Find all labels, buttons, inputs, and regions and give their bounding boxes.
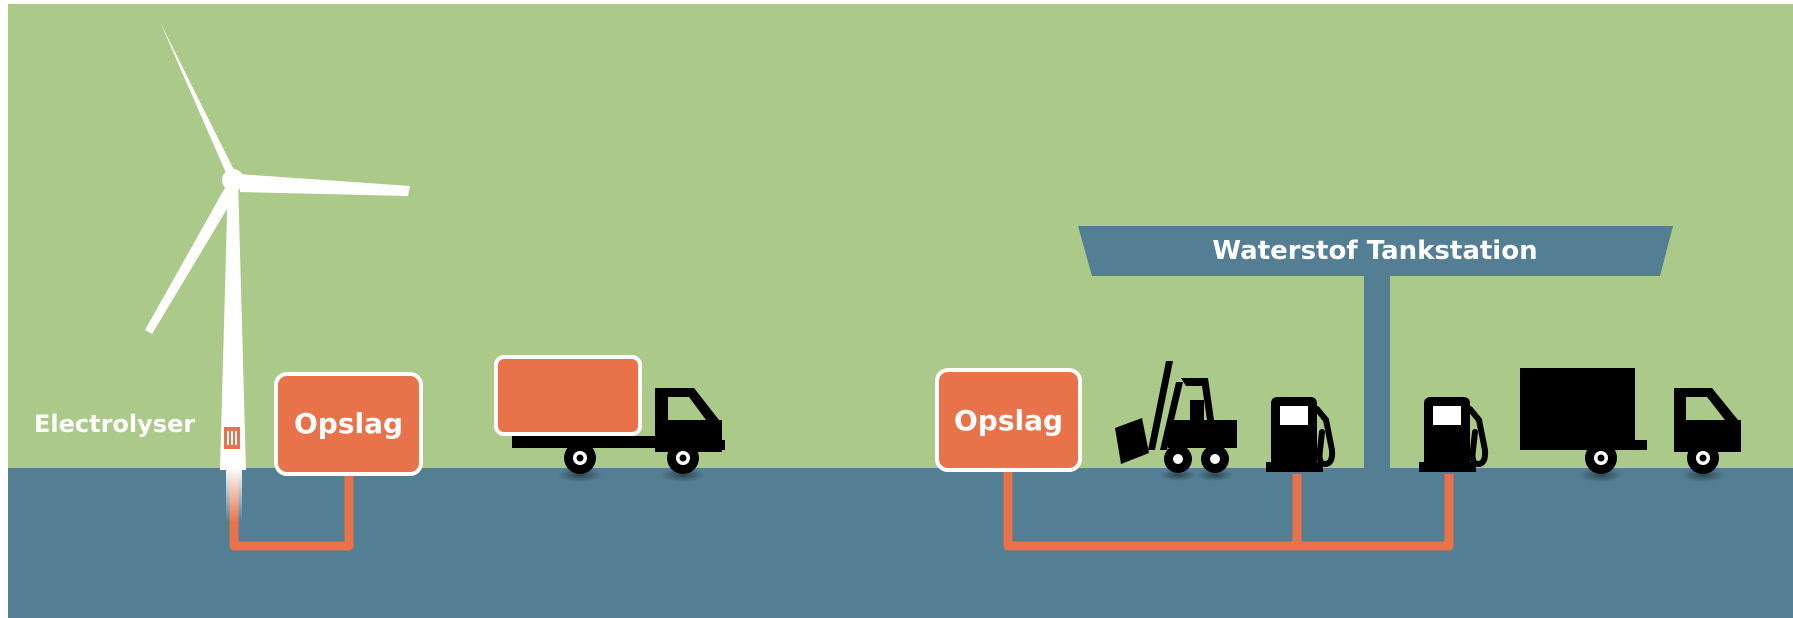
station-label: Waterstof Tankstation bbox=[1212, 236, 1537, 266]
electrolyser-icon bbox=[223, 426, 241, 450]
electrolyser-label: Electrolyser bbox=[34, 410, 195, 438]
storage-left-label: Opslag bbox=[294, 407, 403, 440]
storage-right-label: Opslag bbox=[954, 404, 1063, 437]
storage-box-right: Opslag bbox=[937, 370, 1080, 470]
storage-box-left: Opslag bbox=[276, 374, 421, 474]
